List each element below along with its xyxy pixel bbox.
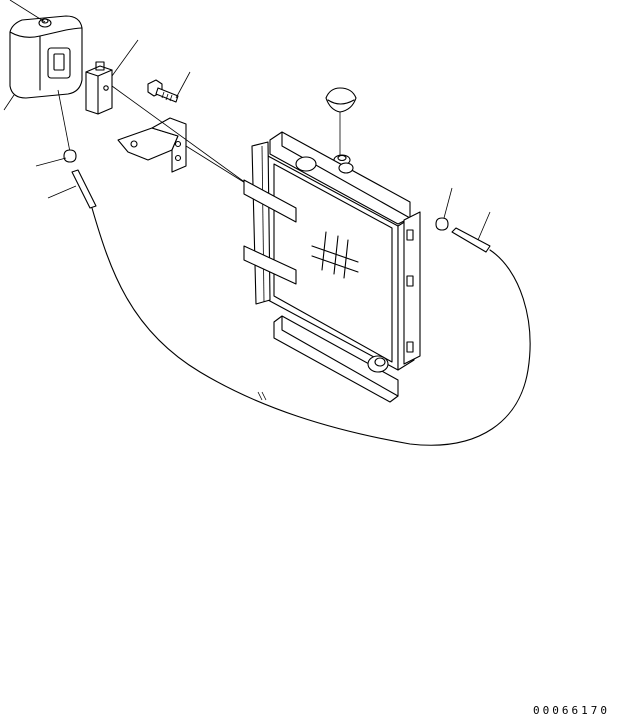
assembly-centerline [57,85,251,187]
mounting-plate [117,117,187,173]
radiator-cap [325,87,357,166]
overflow-hose [91,207,531,446]
hose-clamp-left [35,149,77,167]
hose-end-left [47,169,97,209]
drawing-number: 00066170 [533,704,610,717]
reserve-tank-leader [3,0,46,111]
hose-end-right [451,211,491,253]
tank-bracket [85,39,139,115]
reserve-tank [9,15,83,99]
radiator-core [243,131,421,403]
mounting-bolt [147,71,191,103]
hose-clamp-right [435,187,453,231]
